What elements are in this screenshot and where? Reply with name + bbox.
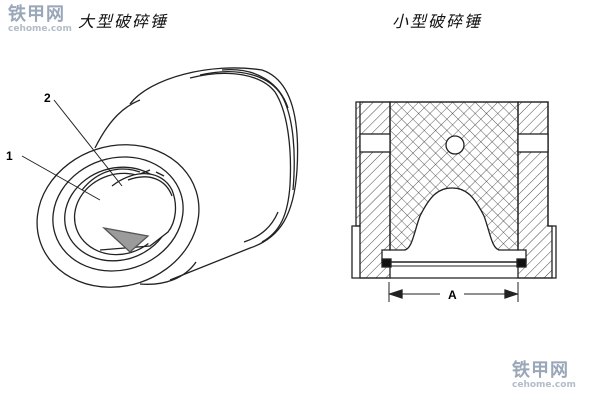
watermark-top: 铁甲网 cehome.com: [8, 4, 72, 35]
dimension-a-label: A: [448, 288, 457, 302]
bushing-drawing: [21, 67, 299, 288]
watermark-domain: cehome.com: [8, 24, 72, 34]
callout-1-label: 1: [6, 149, 13, 163]
watermark-brand: 铁甲网: [8, 4, 65, 25]
watermark-bottom: 铁甲网 cehome.com: [512, 360, 576, 391]
watermark-brand: 铁甲网: [512, 360, 569, 381]
callout-2-label: 2: [44, 91, 51, 105]
right-figure-title: 小型破碎锤: [392, 12, 483, 31]
left-figure-title: 大型破碎锤: [78, 12, 169, 31]
section-drawing: [351, 101, 557, 302]
watermark-domain: cehome.com: [512, 380, 576, 390]
